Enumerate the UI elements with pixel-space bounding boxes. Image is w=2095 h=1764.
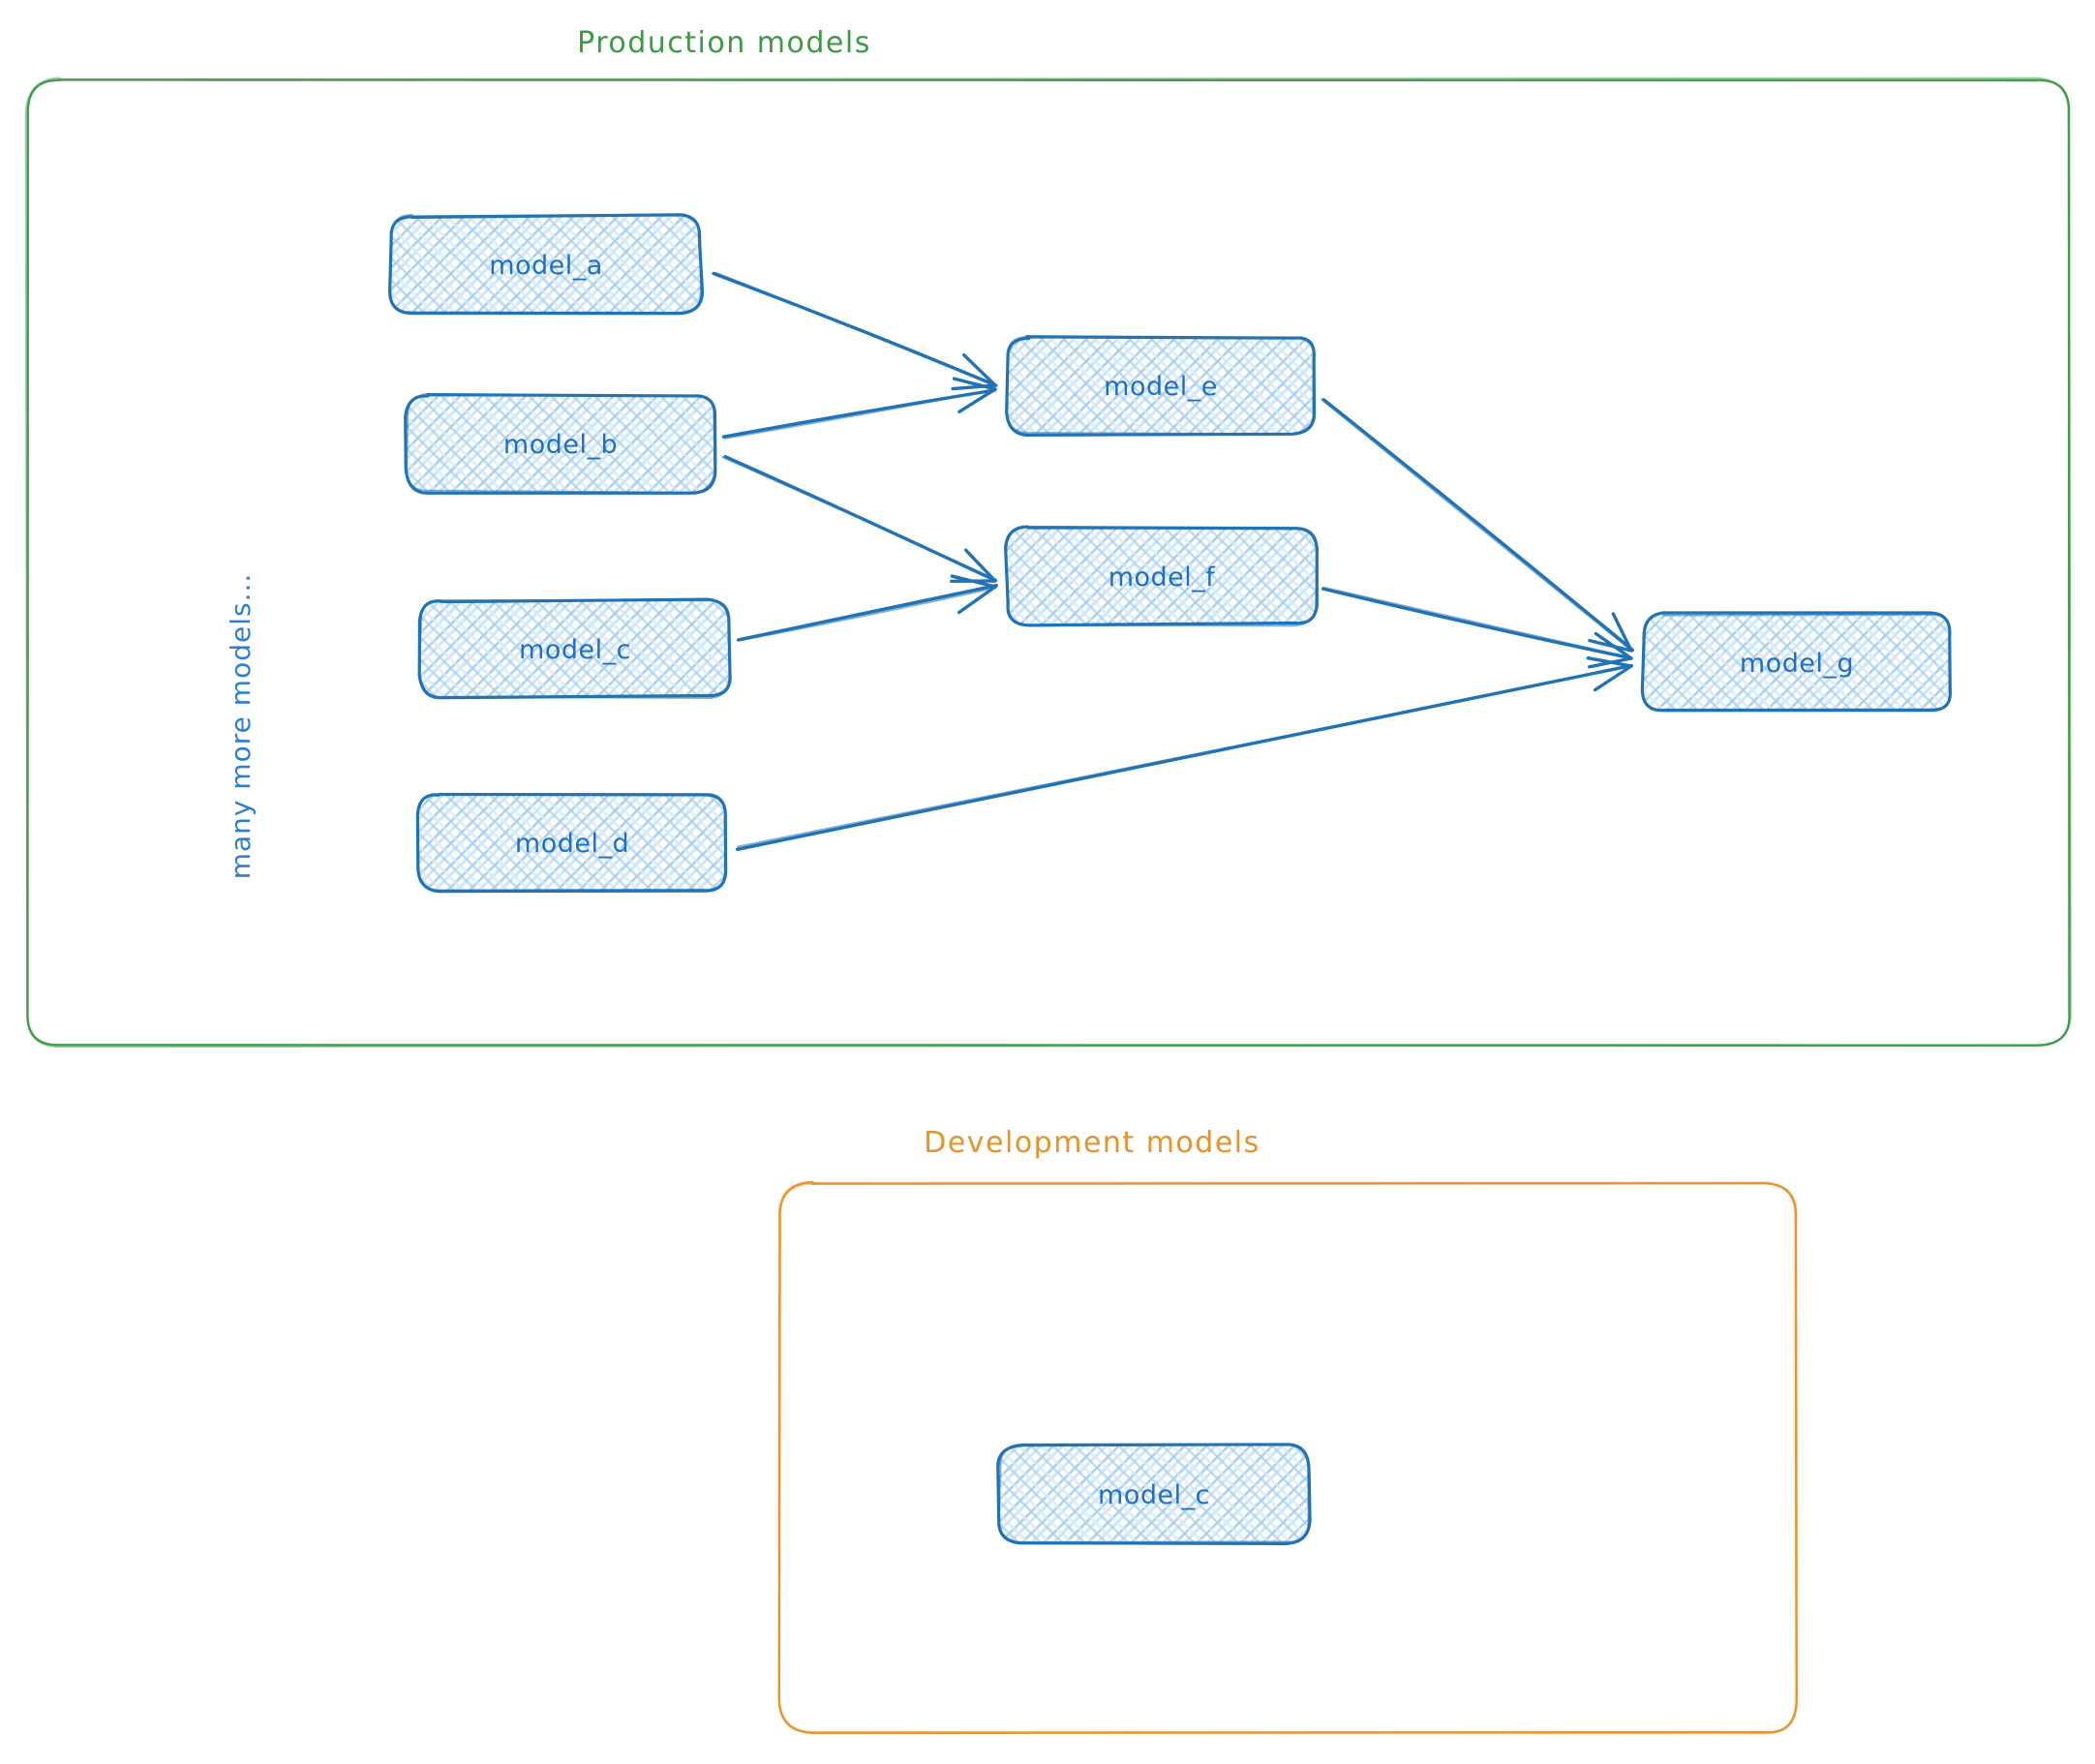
arrow-head-icon — [956, 585, 997, 615]
annotations-layer: many more models... — [225, 573, 257, 880]
node-fill-crosshatch — [998, 1444, 1310, 1544]
node-label: model_c — [519, 635, 631, 665]
node-border — [417, 598, 731, 700]
node-border — [389, 213, 702, 316]
node-fill-crosshatch — [420, 598, 731, 698]
node-label: model_g — [1740, 649, 1854, 679]
node-model_c_dev[interactable]: model_c — [996, 1443, 1312, 1545]
node-label: model_d — [515, 829, 629, 859]
arrow-head-icon — [957, 387, 997, 413]
edge-line — [740, 586, 997, 642]
node-fill-crosshatch — [405, 393, 714, 492]
edge-line — [721, 456, 997, 581]
edge-line — [736, 664, 1634, 848]
edge-line — [1321, 586, 1632, 659]
node-fill-crosshatch — [1641, 613, 1952, 712]
edge-b-e — [721, 377, 997, 440]
node-border — [1005, 525, 1320, 627]
group-border-development — [777, 1181, 1799, 1735]
node-border — [1006, 335, 1315, 436]
node-border — [1642, 611, 1952, 713]
nodes-layer: model_a model_b model_c model_d model_emodel… — [388, 213, 1952, 1545]
edge-e-g — [1320, 398, 1635, 653]
arrow-head-icon — [1594, 631, 1633, 660]
node-model_e[interactable]: model_e — [1005, 335, 1317, 437]
node-model_b[interactable]: model_b — [404, 392, 717, 495]
node-model_a[interactable]: model_a — [388, 213, 705, 316]
edge-b-f — [721, 454, 998, 584]
edge-d-g — [735, 656, 1634, 852]
node-model_g[interactable]: model_g — [1640, 611, 1952, 713]
arrow-head-icon — [962, 352, 997, 387]
group-containers-layer — [24, 76, 2072, 1735]
edges-layer — [712, 271, 1635, 852]
group-container-production — [24, 76, 2072, 1049]
group-container-development — [777, 1180, 1799, 1735]
group-title-development: Development models — [924, 1126, 1260, 1160]
node-model_f[interactable]: model_f — [1004, 525, 1320, 627]
node-label: model_a — [489, 251, 603, 281]
edge-line — [714, 271, 996, 387]
edge-line — [1320, 398, 1634, 653]
annotation-many-more-models: many more models... — [225, 573, 257, 880]
edge-line — [1321, 398, 1635, 653]
arrow-head-icon — [1593, 664, 1633, 692]
node-border — [406, 392, 716, 494]
arrow-head-icon — [1586, 656, 1633, 668]
node-fill-crosshatch — [1006, 337, 1316, 434]
node-label: model_e — [1104, 372, 1218, 402]
node-label: model_c — [1098, 1480, 1210, 1510]
node-border — [415, 792, 727, 892]
edge-c-f — [736, 574, 998, 642]
node-fill-crosshatch — [1006, 528, 1318, 625]
node-border — [997, 1443, 1310, 1543]
arrow-head-icon — [1611, 612, 1633, 653]
node-model_c[interactable]: model_c — [417, 597, 732, 700]
edge-a-e — [712, 271, 998, 391]
edge-f-g — [1321, 586, 1633, 669]
node-fill-crosshatch — [390, 215, 703, 313]
arrow-head-icon — [950, 574, 997, 589]
group-border-production — [24, 76, 2072, 1049]
arrow-head-icon — [952, 377, 997, 391]
edge-line — [723, 388, 997, 440]
node-model_d[interactable]: model_d — [415, 792, 728, 894]
group-title-production: Production models — [577, 26, 871, 60]
node-label: model_f — [1108, 563, 1217, 593]
node-label: model_b — [503, 430, 618, 460]
arrow-head-icon — [964, 548, 997, 583]
node-fill-crosshatch — [418, 793, 728, 892]
edge-line — [736, 583, 998, 642]
